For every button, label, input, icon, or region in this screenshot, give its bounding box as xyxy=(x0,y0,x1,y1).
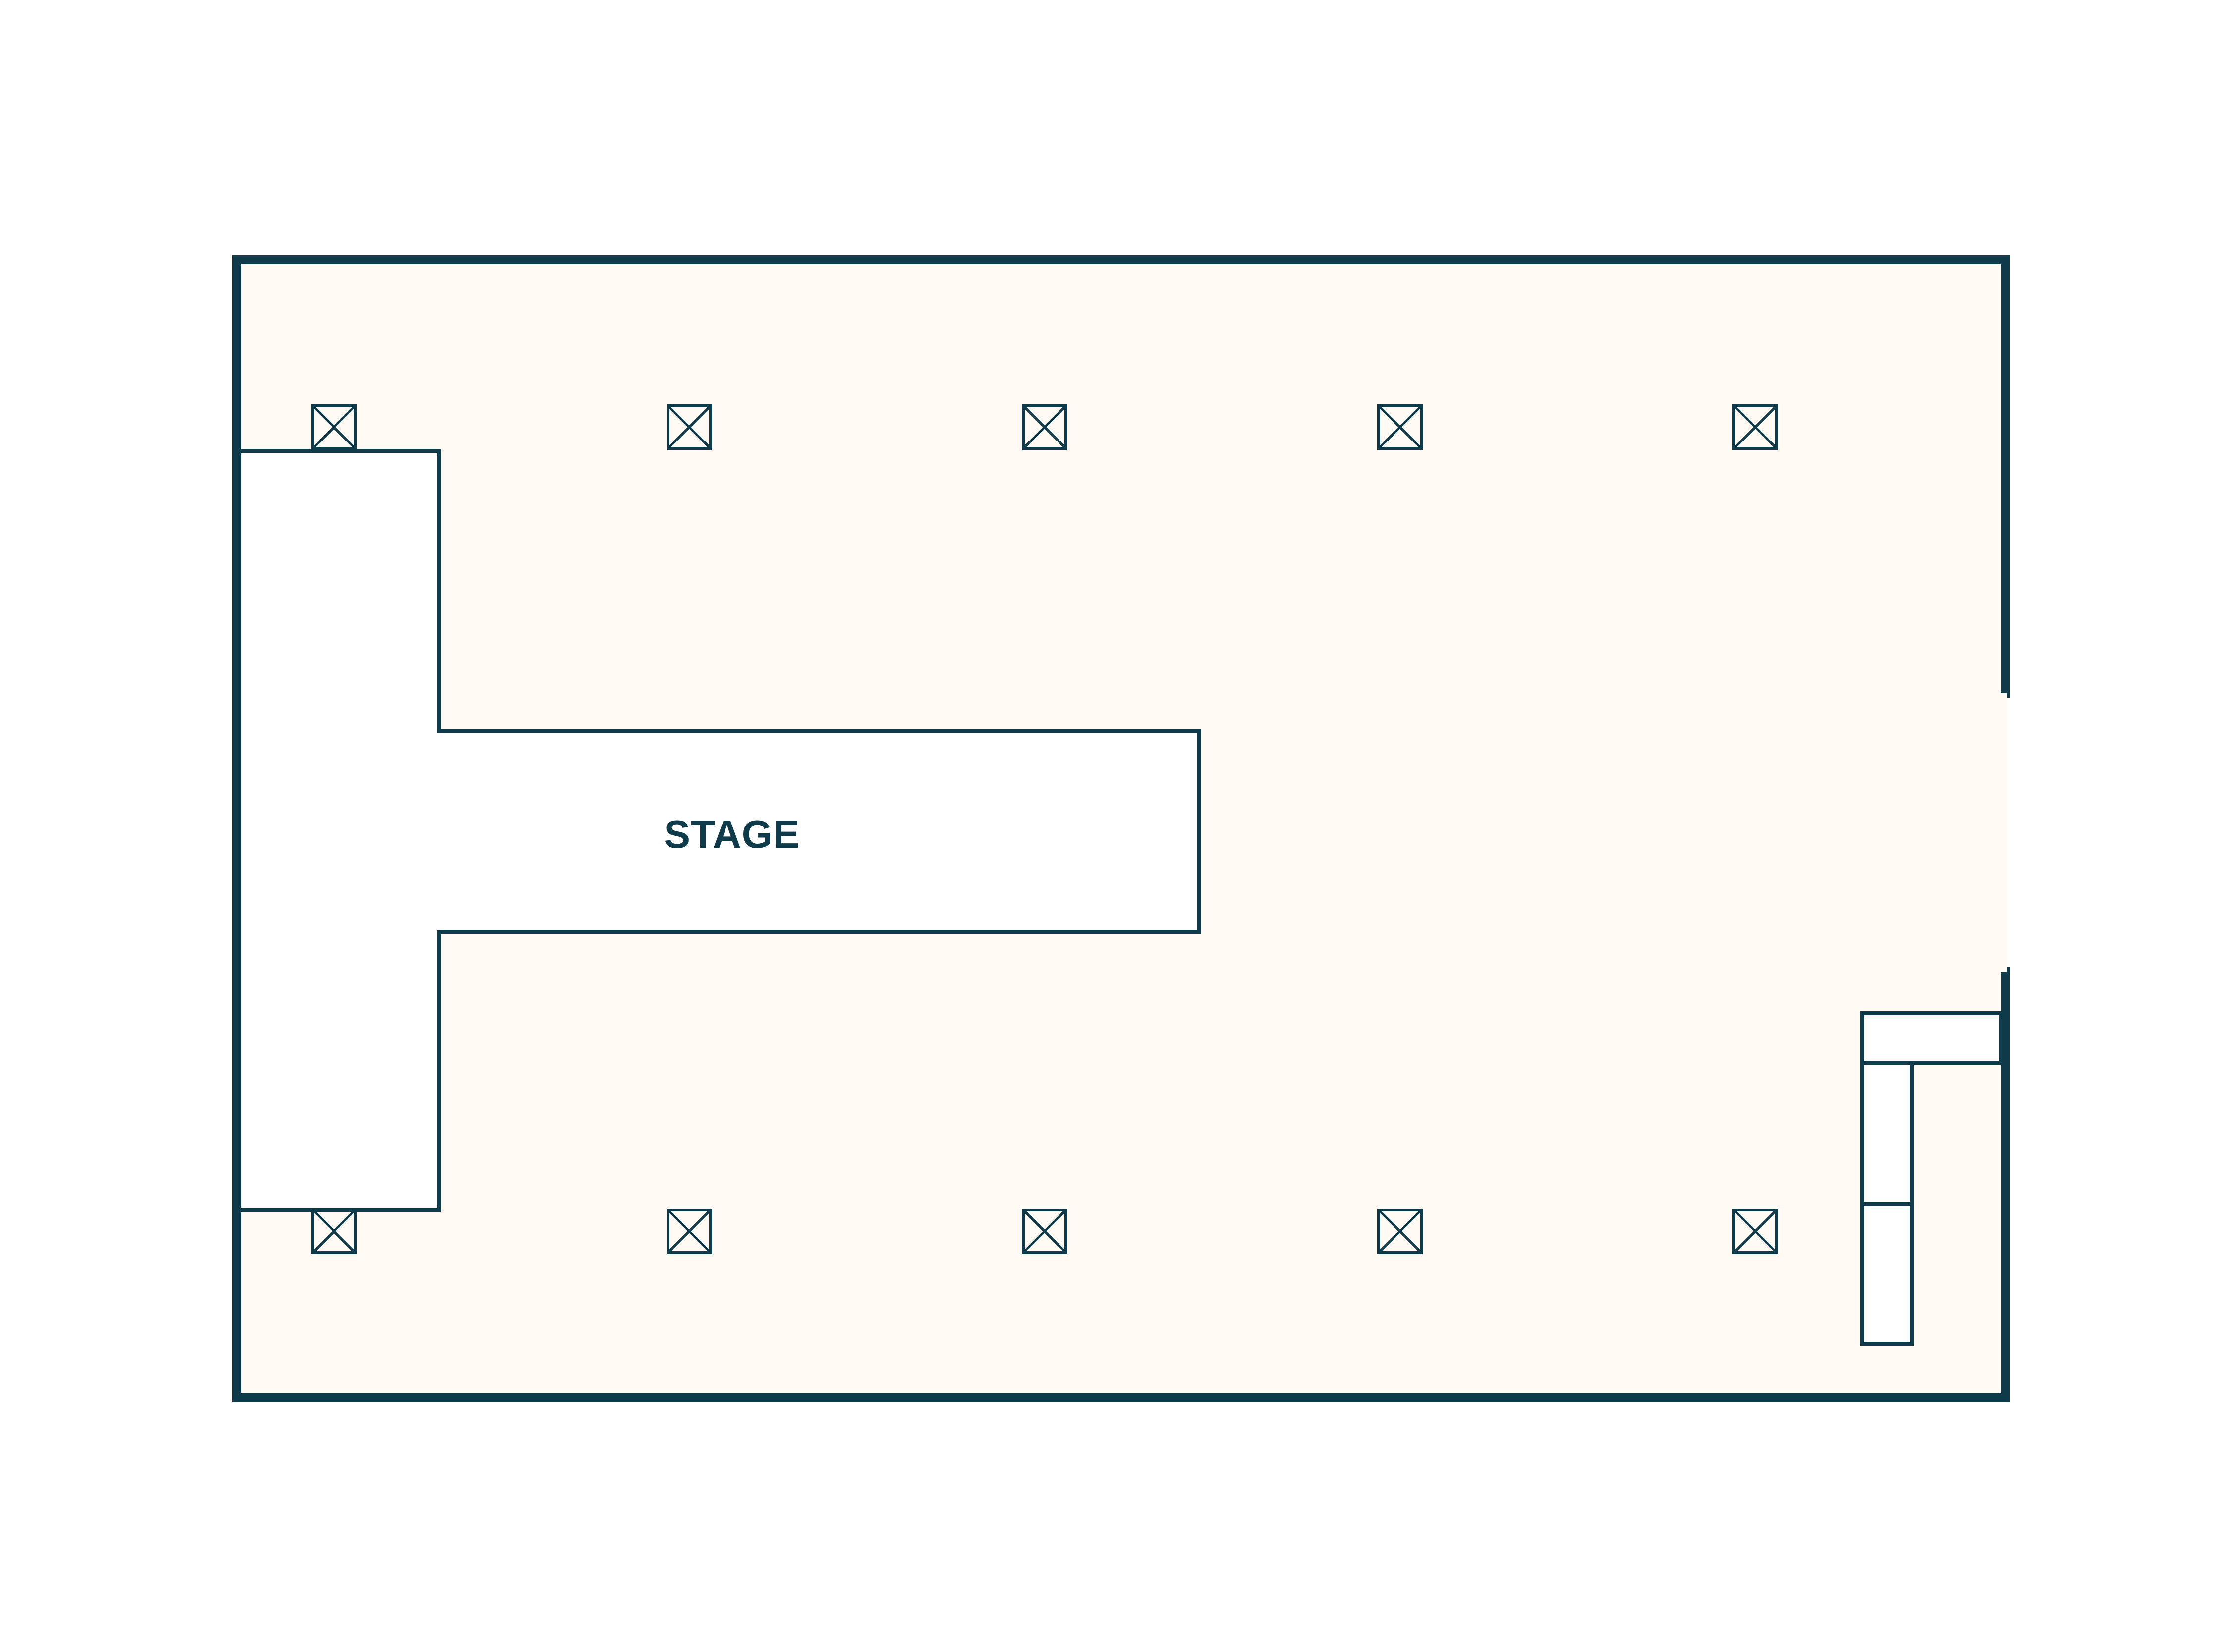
pillar-icon xyxy=(1732,1209,1778,1254)
pillar-cross-line xyxy=(1733,1209,1778,1254)
pillar-icon xyxy=(311,404,357,450)
pillar-box xyxy=(1377,404,1423,450)
pillar-cross-line xyxy=(1022,1209,1067,1254)
stage xyxy=(241,449,1201,1212)
pillar-icon xyxy=(1732,404,1778,450)
pillar-box xyxy=(1022,1209,1067,1254)
pillar-cross-line xyxy=(312,405,356,449)
pillar-icon xyxy=(667,1209,712,1254)
pillar-box xyxy=(1022,404,1067,450)
pillar-cross-line xyxy=(1733,405,1778,449)
pillar-cross-line xyxy=(312,1209,356,1254)
pillar-cross-line xyxy=(667,405,712,449)
pillar-box xyxy=(311,1209,357,1254)
pillar-cross-line xyxy=(1022,405,1067,449)
pillar-cross-line xyxy=(667,1209,712,1254)
outer-walls xyxy=(232,255,2010,1402)
pillar-box xyxy=(1732,404,1778,450)
pillar-box xyxy=(1732,1209,1778,1254)
pillars xyxy=(311,404,1778,1254)
bar-counter-side-segment-lower xyxy=(1860,1202,1914,1346)
bar-counter xyxy=(1860,1011,2003,1346)
pillar-box xyxy=(667,1209,712,1254)
stage-label: STAGE xyxy=(664,812,800,856)
pillar-box xyxy=(1377,1209,1423,1254)
pillar-icon xyxy=(1377,1209,1423,1254)
pillar-box xyxy=(311,404,357,450)
pillar-cross-line xyxy=(1378,405,1422,449)
bar-counter-side-segment-upper xyxy=(1860,1061,1914,1206)
pillar-icon xyxy=(1022,1209,1067,1254)
pillar-icon xyxy=(667,404,712,450)
entrance-doorway xyxy=(2001,693,2007,972)
pillar-icon xyxy=(1377,404,1423,450)
pillar-icon xyxy=(311,1209,357,1254)
pillar-cross-line xyxy=(1378,1209,1422,1254)
pillar-icon xyxy=(1022,404,1067,450)
bar-counter-top-segment xyxy=(1860,1011,2003,1065)
pillar-box xyxy=(667,404,712,450)
